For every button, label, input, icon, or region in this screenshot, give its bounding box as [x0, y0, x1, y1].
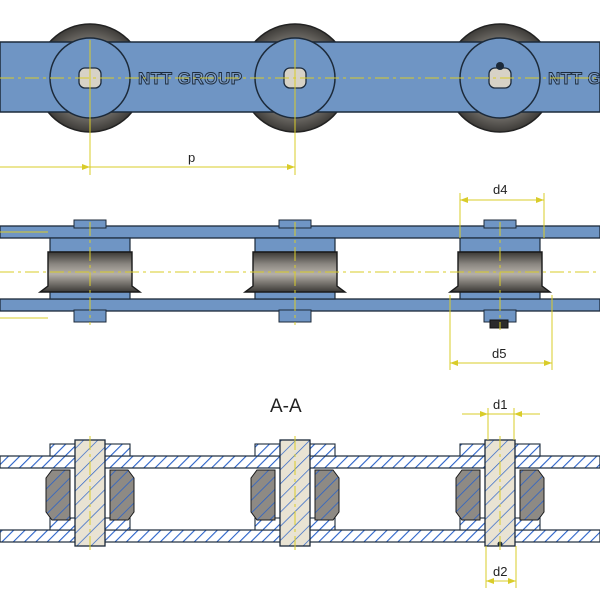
d1-label: d1 — [493, 397, 507, 412]
d1-arrow-left — [480, 411, 488, 417]
d4-arrow-right — [536, 197, 544, 203]
section-roller-1-left — [45, 469, 71, 521]
section-roller-3-right — [519, 469, 545, 521]
d2-label: d2 — [493, 564, 507, 579]
brand-text-1: NTT GROUP — [138, 69, 243, 88]
d2-arrow-right — [508, 578, 516, 584]
side-view: d4 d5 — [0, 182, 600, 370]
pitch-arrow-right — [287, 164, 295, 170]
d2-arrow-left — [486, 578, 494, 584]
section-roller-2-right — [314, 469, 340, 521]
section-label: A-A — [270, 396, 302, 417]
top-view: NTT GROUP NTT GROUP p — [0, 23, 600, 175]
d5-arrow-left — [450, 360, 458, 366]
grease-nipple-side — [489, 319, 509, 329]
section-roller-3-left — [455, 469, 481, 521]
pitch-label: p — [188, 150, 195, 165]
section-view: d1 d2 — [0, 397, 600, 588]
brand-text-2: NTT GROUP — [548, 69, 600, 88]
d5-arrow-right — [544, 360, 552, 366]
d4-label: d4 — [493, 182, 507, 197]
d5-label: d5 — [492, 346, 506, 361]
pitch-arrow-left — [82, 164, 90, 170]
section-roller-2-left — [250, 469, 276, 521]
d1-arrow-right — [514, 411, 522, 417]
grease-nipple — [496, 62, 504, 70]
section-roller-1-right — [109, 469, 135, 521]
d4-arrow-left — [460, 197, 468, 203]
